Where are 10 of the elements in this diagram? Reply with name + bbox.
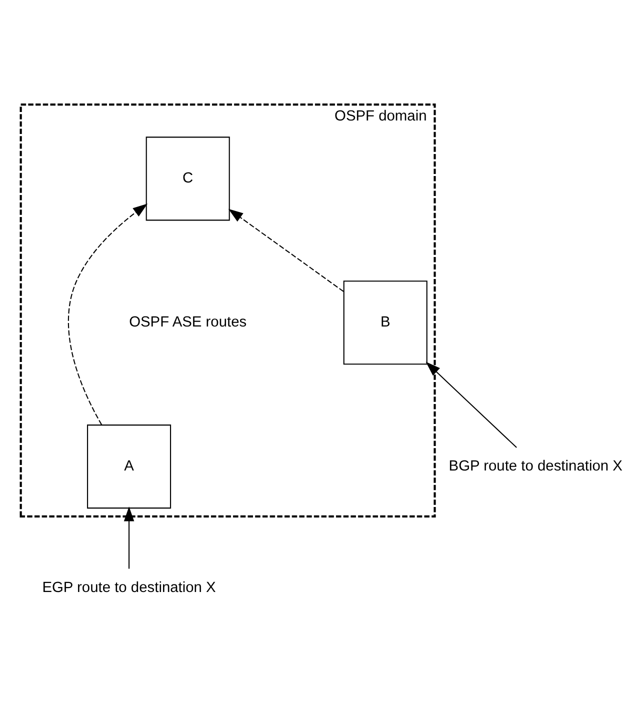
arrow — [124, 506, 134, 568]
node-box: B — [343, 280, 428, 364]
label: OSPF ASE routes — [129, 314, 247, 330]
node-box: C — [146, 136, 230, 220]
node-text: BGP route to destination X — [448, 458, 622, 474]
arrow — [68, 203, 148, 425]
node-text: EGP route to destination X — [42, 579, 216, 596]
node-box: A — [87, 424, 172, 508]
arrow — [228, 208, 344, 292]
arrow — [426, 361, 517, 448]
